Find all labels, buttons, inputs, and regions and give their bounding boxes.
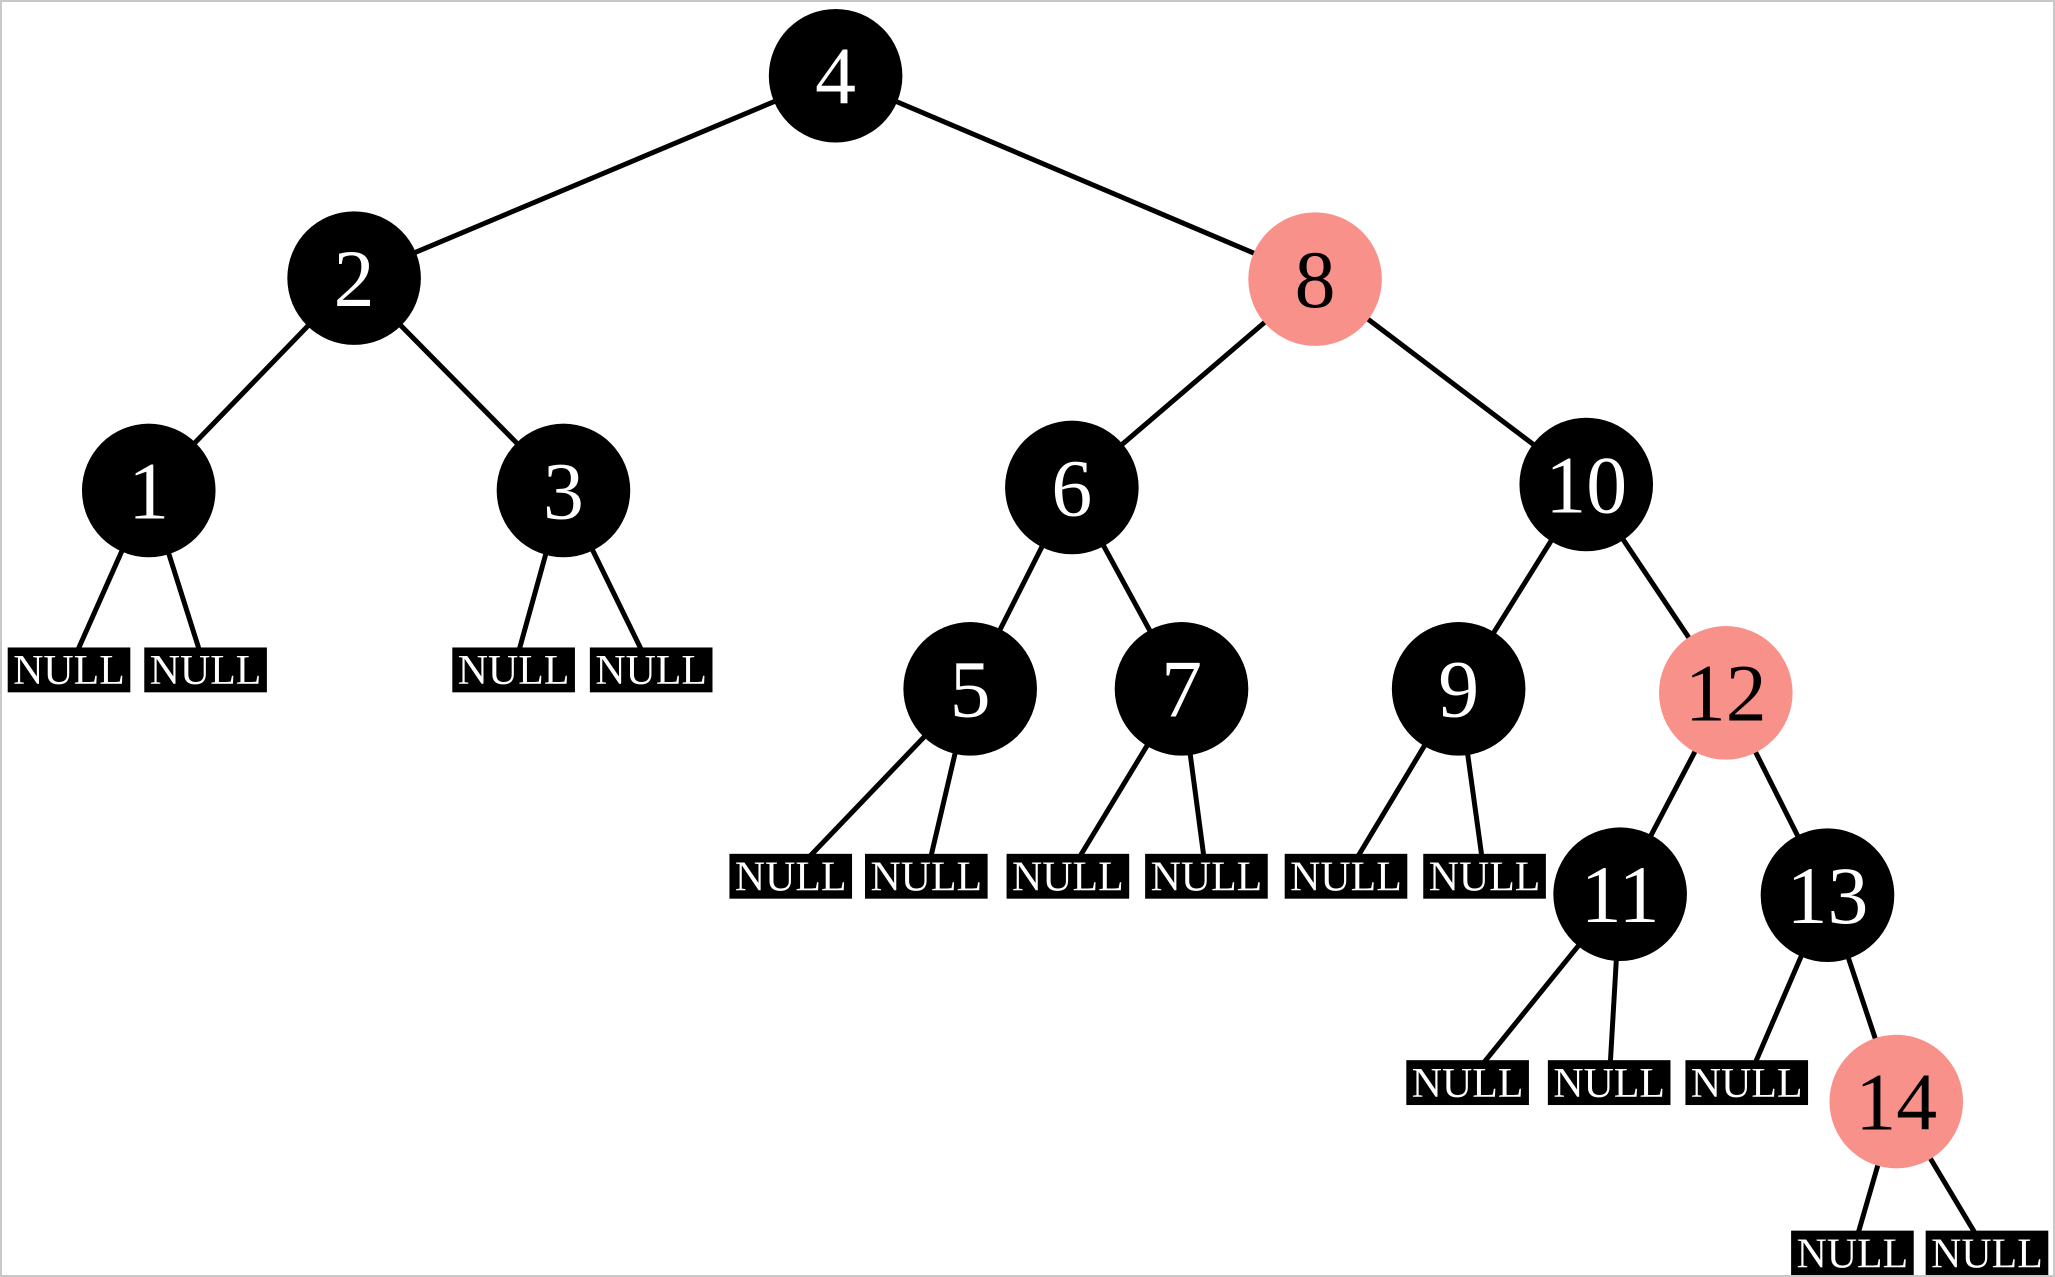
tree-node-11-black <box>1553 827 1687 961</box>
tree-node-13-black <box>1760 828 1895 962</box>
tree-node-2-black <box>287 211 421 345</box>
tree-node-7-black <box>1114 622 1249 756</box>
null-leaf-box-nullB6 <box>1423 853 1546 899</box>
null-leaf-box-nullB3 <box>1006 853 1130 899</box>
tree-node-12-red <box>1659 626 1793 760</box>
null-leaf-box-nullC2 <box>1547 1060 1671 1106</box>
null-leaf-box-nullA2 <box>144 647 267 693</box>
tree-node-9-black <box>1391 622 1526 756</box>
null-leaf-box-nullD1 <box>1791 1230 1914 1275</box>
null-leaf-box-nullC3 <box>1685 1060 1809 1106</box>
tree-node-10-black <box>1519 417 1654 552</box>
null-leaf-box-nullB4 <box>1145 853 1268 899</box>
tree-node-3-black <box>496 423 631 558</box>
null-leaf-box-nullA3 <box>452 647 575 693</box>
null-leaf-box-nullB2 <box>865 853 988 899</box>
tree-node-5-black <box>903 622 1037 756</box>
tree-node-1-black <box>81 423 216 558</box>
tree-node-8-red <box>1248 212 1382 346</box>
null-leaf-box-nullA1 <box>7 647 131 693</box>
null-leaf-box-nullD2 <box>1925 1230 2049 1275</box>
null-leaf-box-nullB1 <box>729 853 853 899</box>
null-leaf-box-nullA4 <box>589 647 713 693</box>
null-leaf-box-nullB5 <box>1284 853 1408 899</box>
tree-node-14-red <box>1829 1034 1964 1169</box>
tree-node-6-black <box>1005 420 1139 555</box>
tree-edge-4-8 <box>834 73 1317 282</box>
tree-node-4-black <box>768 8 903 143</box>
tree-edge-4-2 <box>353 73 837 281</box>
null-leaf-box-nullC1 <box>1406 1060 1529 1106</box>
